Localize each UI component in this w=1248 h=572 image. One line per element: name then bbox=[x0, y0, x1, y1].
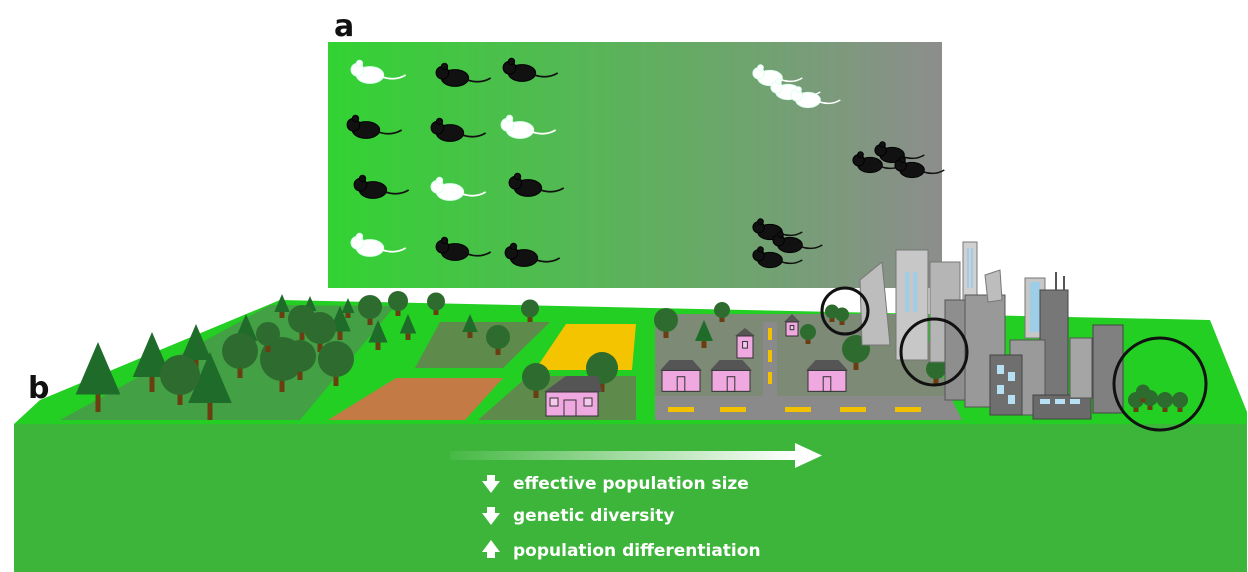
legend-label: genetic diversity bbox=[513, 506, 674, 526]
legend-item-effective-population-size: effective population size bbox=[482, 474, 749, 494]
legend-label: population differentiation bbox=[513, 541, 761, 561]
house-icon bbox=[806, 360, 848, 391]
panel-b-label: b bbox=[28, 371, 49, 406]
mouse-gradient-panel bbox=[328, 42, 942, 288]
legend-item-population-differentiation: population differentiation bbox=[482, 540, 761, 561]
house-icon bbox=[660, 360, 702, 391]
house-icon bbox=[710, 360, 752, 391]
legend-label: effective population size bbox=[513, 474, 749, 494]
panel-a-label: a bbox=[334, 9, 354, 44]
